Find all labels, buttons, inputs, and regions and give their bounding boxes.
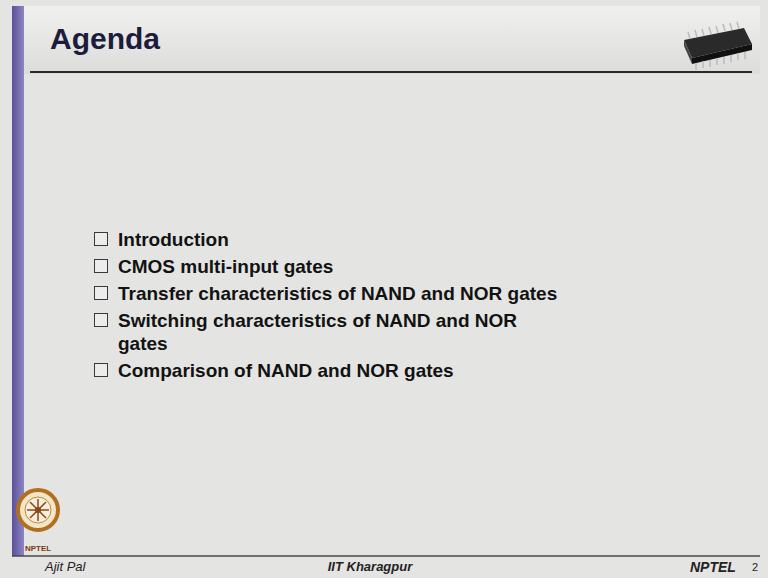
bullet-box	[94, 363, 108, 377]
logo-text: NPTEL	[25, 544, 51, 553]
agenda-item: CMOS multi-input gates	[118, 255, 333, 278]
bullet-box	[94, 286, 108, 300]
slide-title: Agenda	[50, 22, 160, 56]
agenda-item: Comparison of NAND and NOR gates	[118, 359, 454, 382]
agenda-item: Introduction	[118, 228, 229, 251]
bullet-box	[94, 232, 108, 246]
bullet-box	[94, 259, 108, 273]
footer-author: Ajit Pal	[45, 559, 85, 574]
agenda-item: Transfer characteristics of NAND and NOR…	[118, 282, 557, 305]
agenda-item: Switching characteristics of NAND and NO…	[118, 309, 563, 355]
footer-brand: NPTEL	[690, 559, 736, 575]
chip-icon	[684, 22, 752, 70]
footer-institute: IIT Kharagpur	[328, 559, 413, 574]
page-number: 2	[752, 561, 758, 573]
nptel-logo	[18, 490, 58, 530]
bullet-box	[94, 313, 108, 327]
